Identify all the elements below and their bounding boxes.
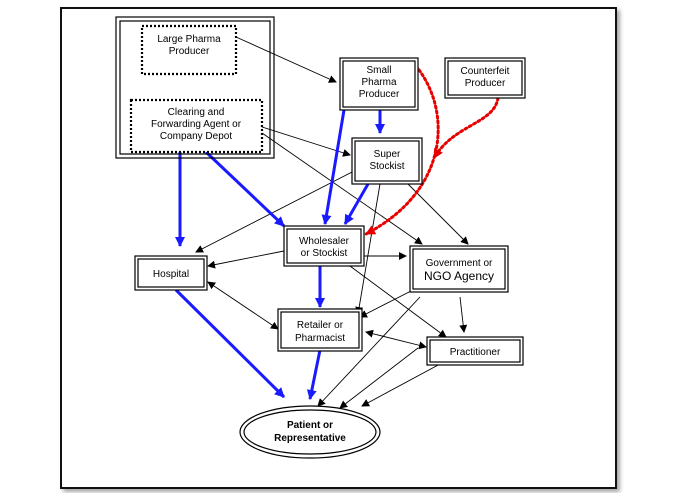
node-clearing-agent: Clearing and Forwarding Agent or Company…	[129, 98, 264, 154]
minor-flow-arrows	[195, 36, 469, 409]
node-label-line: Producer	[359, 89, 400, 100]
node-label-line: Super	[374, 149, 401, 160]
arrow-government-to-practitioner	[459, 296, 468, 333]
node-label-line: Representative	[274, 433, 346, 444]
node-label-line: or Stockist	[301, 248, 348, 259]
counterfeit-flow-arrows	[364, 64, 500, 236]
node-label-line: Retailer or	[297, 320, 344, 331]
arrow-super-to-wholesaler	[343, 183, 370, 225]
arrow-clearing-to-super	[261, 126, 351, 157]
arrow-small-to-wholesaler	[321, 109, 346, 225]
node-patient: Patient or Representative	[239, 405, 381, 459]
arrow-wholesaler-to-hospital	[207, 250, 285, 269]
node-small-pharma: Small Pharma Producer	[339, 57, 419, 111]
node-label-line: Pharma	[361, 77, 396, 88]
arrow-government-to-retailer	[359, 289, 414, 318]
node-label-line: Clearing and	[168, 107, 225, 118]
arrow-clearing-to-government	[261, 132, 423, 245]
node-label-line: Small	[366, 65, 391, 76]
manufacturer-group-box	[115, 16, 275, 159]
node-wholesaler: Wholesaler or Stockist	[283, 225, 365, 267]
node-label-line: Producer	[465, 78, 506, 89]
arrow-retailer-to-patient	[339, 347, 419, 409]
arrow-practitioner-to-patient	[361, 363, 441, 407]
arrow-clearing-to-wholesaler	[204, 150, 286, 228]
node-label-line: Producer	[169, 46, 210, 57]
node-label-line: Wholesaler	[299, 236, 350, 247]
node-large-pharma: Large Pharma Producer	[140, 24, 238, 76]
node-label-line: Stockist	[369, 161, 404, 172]
arrow-large-to-small	[235, 36, 337, 83]
node-practitioner: Practitioner	[426, 336, 524, 366]
node-super-stockist: Super Stockist	[351, 137, 423, 185]
node-label-line: Practitioner	[450, 347, 501, 358]
node-label-line: Government or	[426, 258, 493, 269]
node-label-line: Counterfeit	[461, 66, 510, 77]
arrow-retailer-practitioner	[365, 329, 427, 350]
arrow-super-to-hospital	[195, 169, 357, 253]
node-hospital: Hospital	[134, 255, 208, 291]
node-label-line: Hospital	[153, 269, 189, 280]
arrow-hospital-to-patient	[174, 288, 286, 399]
node-government: Government or NGO Agency	[409, 245, 509, 293]
node-label-line: Company Depot	[160, 131, 232, 142]
arrow-retailer-to-patient-main	[306, 349, 322, 400]
node-label-line: NGO Agency	[424, 269, 494, 283]
arrow-super-to-government	[407, 183, 469, 245]
arrow-counterfeit-dotted-2	[432, 96, 500, 160]
node-retailer: Retailer or Pharmacist	[277, 308, 363, 352]
arrow-wholesaler-to-practitioner	[349, 265, 447, 338]
arrow-super-to-retailer	[355, 183, 381, 315]
node-counterfeit: Counterfeit Producer	[444, 57, 526, 99]
node-label-line: Forwarding Agent or	[151, 119, 242, 130]
node-label-line: Large Pharma	[157, 34, 221, 45]
node-label-line: Pharmacist	[295, 333, 345, 344]
arrow-government-to-patient	[317, 296, 421, 407]
main-flow-arrows	[174, 109, 385, 400]
arrow-hospital-retailer	[207, 281, 279, 330]
node-label-line: Patient or	[287, 420, 333, 431]
